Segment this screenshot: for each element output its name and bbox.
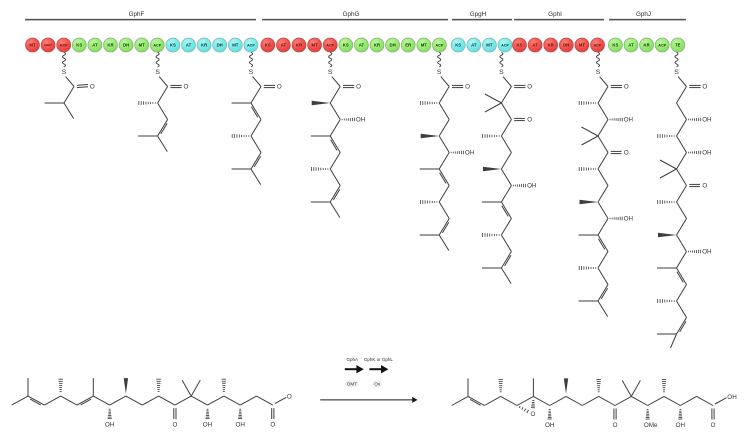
svg-text:O: O xyxy=(624,150,629,157)
svg-text:OH: OH xyxy=(527,183,536,190)
svg-text:OH: OH xyxy=(356,117,365,124)
svg-text:MT: MT xyxy=(579,43,586,48)
svg-text:KR: KR xyxy=(374,43,381,48)
svg-text:OMe: OMe xyxy=(644,422,658,429)
svg-text:S: S xyxy=(249,69,254,76)
svg-text:AT: AT xyxy=(359,43,365,48)
svg-text:ACP: ACP xyxy=(501,43,509,47)
svg-text:MT: MT xyxy=(29,43,36,48)
svg-text:AT: AT xyxy=(471,43,477,48)
svg-text:MT: MT xyxy=(232,43,239,48)
svg-text:ACP: ACP xyxy=(436,43,444,47)
svg-text:AT: AT xyxy=(92,43,98,48)
svg-text:OH: OH xyxy=(545,422,555,429)
svg-text:KS: KS xyxy=(170,43,176,48)
svg-text:O: O xyxy=(613,422,618,429)
svg-text:ACP: ACP xyxy=(658,43,666,47)
svg-text:GphJ: GphJ xyxy=(636,11,651,18)
svg-text:O: O xyxy=(711,422,716,429)
svg-text:OH: OH xyxy=(105,422,115,429)
svg-text:ACP: ACP xyxy=(153,43,161,47)
svg-text:OH: OH xyxy=(203,422,213,429)
svg-text:O: O xyxy=(277,84,282,91)
svg-text:S: S xyxy=(596,69,601,76)
svg-text:S: S xyxy=(328,69,333,76)
svg-text:O: O xyxy=(527,84,532,91)
svg-text:GNAT: GNAT xyxy=(44,43,52,47)
svg-text:MT: MT xyxy=(139,43,146,48)
svg-text:OH: OH xyxy=(702,117,711,124)
svg-text:KS: KS xyxy=(517,43,523,48)
svg-text:O: O xyxy=(465,84,470,91)
svg-text:KS: KS xyxy=(76,43,82,48)
svg-text:Ox: Ox xyxy=(374,382,381,387)
svg-text:GphA: GphA xyxy=(346,357,358,362)
svg-text:AT: AT xyxy=(628,43,634,48)
svg-text:O: O xyxy=(527,117,532,124)
svg-text:MT: MT xyxy=(421,43,428,48)
svg-text:DH: DH xyxy=(123,43,129,48)
svg-text:AT: AT xyxy=(532,43,538,48)
svg-text:O: O xyxy=(530,411,535,418)
svg-text:GphG: GphG xyxy=(343,11,360,18)
svg-text:O: O xyxy=(624,84,629,91)
svg-text:O: O xyxy=(702,84,707,91)
svg-text:KR: KR xyxy=(548,43,555,48)
svg-text:OH: OH xyxy=(465,150,474,157)
svg-text:S: S xyxy=(437,69,442,76)
svg-text:OH: OH xyxy=(624,117,633,124)
svg-text:AT: AT xyxy=(281,43,287,48)
svg-text:KS: KS xyxy=(455,43,461,48)
svg-text:O: O xyxy=(183,84,188,91)
svg-text:S: S xyxy=(499,69,504,76)
svg-text:S: S xyxy=(155,69,160,76)
svg-text:OH: OH xyxy=(727,394,737,401)
svg-text:KR: KR xyxy=(296,43,303,48)
svg-text:GphK or GphL: GphK or GphL xyxy=(364,357,394,362)
svg-text:O: O xyxy=(90,83,95,90)
svg-text:MT: MT xyxy=(486,43,493,48)
svg-text:ACP: ACP xyxy=(326,43,334,47)
svg-text:DH: DH xyxy=(217,43,223,48)
svg-text:MT: MT xyxy=(311,43,318,48)
svg-text:OH: OH xyxy=(676,422,686,429)
svg-text:ACP: ACP xyxy=(247,43,255,47)
svg-text:TE: TE xyxy=(675,43,681,48)
svg-text:DH: DH xyxy=(389,43,395,48)
svg-text:KS: KS xyxy=(343,43,349,48)
svg-text:O: O xyxy=(270,422,275,429)
svg-text:ACP: ACP xyxy=(594,43,602,47)
svg-text:ACP: ACP xyxy=(60,43,68,47)
svg-text:O: O xyxy=(702,183,707,190)
svg-text:AT: AT xyxy=(186,43,192,48)
svg-text:KR: KR xyxy=(107,43,114,48)
svg-text:KR: KR xyxy=(201,43,208,48)
svg-text:GphI: GphI xyxy=(548,11,562,18)
svg-text:S: S xyxy=(674,69,679,76)
svg-text:GphF: GphF xyxy=(129,11,145,18)
svg-text:GpgH: GpgH xyxy=(470,11,487,18)
svg-text:S: S xyxy=(62,69,67,76)
svg-text:OH: OH xyxy=(624,216,633,223)
svg-text:KS: KS xyxy=(612,43,618,48)
svg-text:ER: ER xyxy=(405,43,412,48)
svg-text:O: O xyxy=(356,84,361,91)
svg-text:KS: KS xyxy=(265,43,271,48)
svg-text:O: O xyxy=(172,422,177,429)
svg-text:OH: OH xyxy=(702,249,711,256)
svg-text:OMT: OMT xyxy=(347,382,357,387)
svg-text:O: O xyxy=(287,394,292,401)
svg-text:KR: KR xyxy=(643,43,650,48)
svg-text:OH: OH xyxy=(702,150,711,157)
svg-text:OH: OH xyxy=(235,422,245,429)
svg-text:DH: DH xyxy=(563,43,569,48)
